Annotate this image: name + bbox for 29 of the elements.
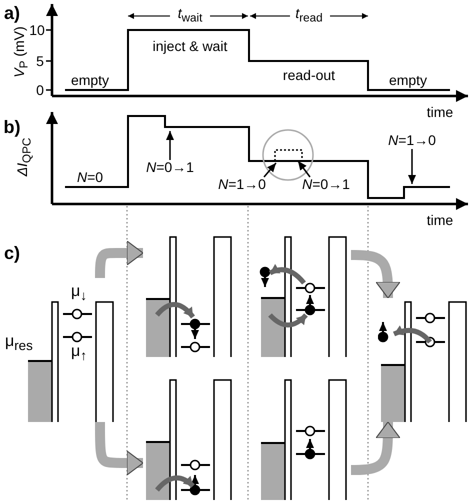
axis-label: time — [426, 213, 454, 227]
phase-label: read-out — [282, 68, 336, 82]
leader-arrow — [166, 131, 174, 160]
phase-label: empty — [388, 73, 428, 87]
axis-label: time — [426, 105, 454, 119]
process-arrow — [350, 421, 400, 475]
tick-label: 10 — [29, 23, 45, 37]
process-arrow — [95, 240, 144, 280]
duration-label: t$_{wait}$ — [178, 6, 202, 24]
energy-label: μ$_{↑}$ — [71, 344, 87, 363]
transition-label: N=0→1 — [301, 177, 351, 191]
panel-letter: a) — [4, 4, 20, 22]
energy-label: μ$_{res}$ — [5, 334, 33, 353]
leader-arrow — [297, 160, 311, 178]
transition-label: N=0→1 — [145, 160, 195, 174]
phase-label: inject & wait — [152, 39, 228, 53]
tick-label: 0 — [36, 83, 44, 97]
duration-label: t$_{read}$ — [295, 6, 323, 24]
panel-letter: b) — [4, 118, 20, 136]
process-arrow — [350, 250, 400, 300]
tick-label: 5 — [36, 54, 44, 68]
transition-label: N=1→0 — [217, 177, 267, 191]
leader-arrow — [408, 149, 416, 184]
transition-label: N=1→0 — [387, 133, 437, 147]
leader-arrow — [263, 162, 277, 178]
state-label: N=0 — [76, 170, 104, 184]
panel-letter: c) — [4, 244, 20, 262]
energy-label: μ$_{↓}$ — [71, 284, 87, 303]
phase-label: empty — [70, 73, 110, 87]
